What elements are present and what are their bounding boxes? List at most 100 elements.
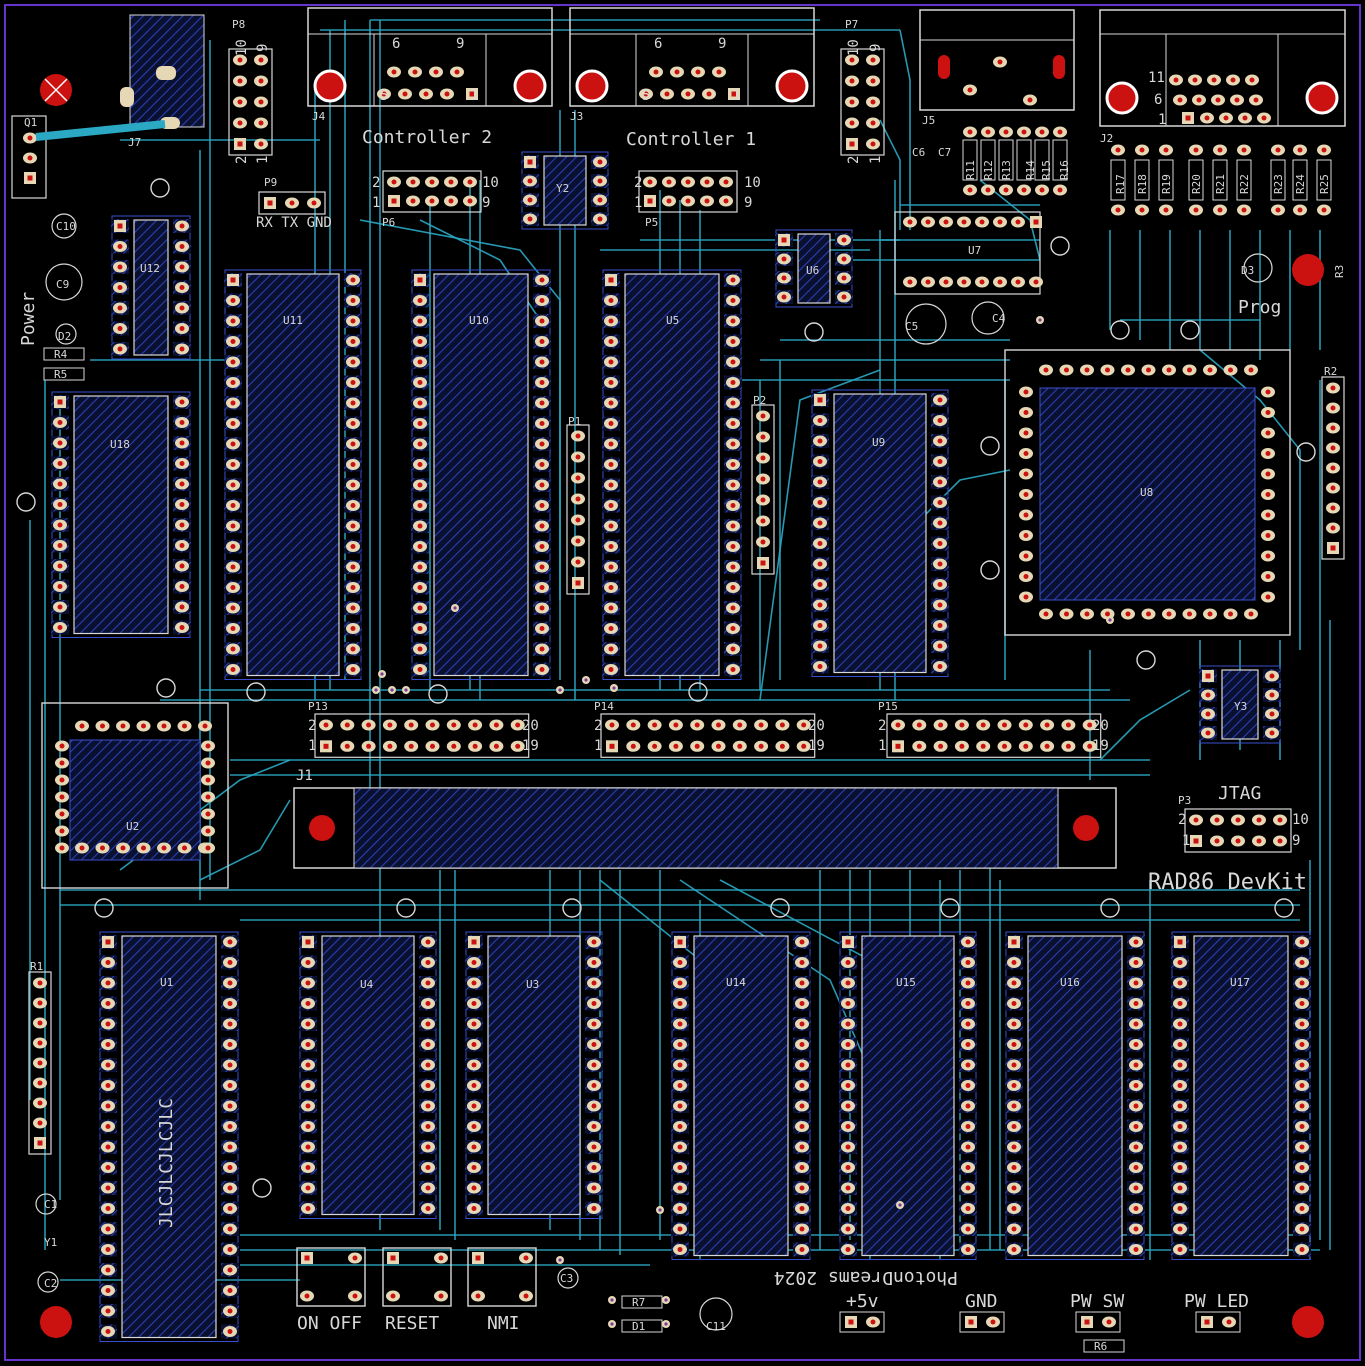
pad-drill [258, 78, 264, 84]
pad-drill [943, 279, 949, 285]
pad-drill [845, 1226, 851, 1232]
r1-outline [28, 971, 52, 1155]
pad-drill [350, 585, 356, 590]
y3-outline [1199, 665, 1281, 744]
pad-drill [182, 723, 187, 729]
u8-ref: U8 [1140, 486, 1153, 499]
via-drill [558, 1258, 562, 1262]
via-drill [610, 1298, 614, 1302]
pad-drill [117, 285, 123, 290]
pad-drill [120, 845, 126, 851]
pad-drill [965, 1001, 971, 1006]
pad-drill [59, 777, 65, 783]
pad-drill [965, 1206, 971, 1211]
capacitor-outline [1243, 253, 1273, 283]
pad-drill [350, 339, 356, 344]
connector-j5: J5 [919, 9, 1075, 127]
pad-drill [799, 1144, 805, 1150]
pad-drill [781, 294, 787, 300]
resistor-body [1016, 139, 1032, 181]
r14-ref: R14 [1024, 160, 1037, 180]
pad-drill [1133, 1103, 1139, 1109]
pad-drill [1166, 367, 1172, 373]
pad-drill [527, 216, 533, 222]
pad-drill [1133, 1247, 1139, 1252]
pad-drill [1105, 611, 1110, 617]
p15-outline [886, 713, 1102, 758]
pad-drill [723, 198, 729, 204]
pad-drill [1193, 147, 1199, 153]
pad-drill [1011, 1083, 1017, 1088]
pad-drill [1133, 1021, 1139, 1027]
pad-drill [685, 198, 691, 204]
pad-drill [105, 1267, 111, 1273]
pad-drill [539, 400, 545, 406]
pad-drill [575, 580, 581, 586]
pad-drill [539, 523, 545, 529]
pad-drill [704, 198, 710, 204]
via-drill [390, 688, 394, 692]
pad-drill [1248, 367, 1254, 373]
y3-body [1221, 669, 1259, 740]
via-ring [980, 436, 1000, 456]
pad-drill [230, 605, 236, 611]
p8-pin-9: 9 [255, 44, 271, 52]
u2-body [41, 702, 229, 889]
pad-drill [471, 1124, 477, 1129]
pad-drill [417, 503, 423, 508]
pad-drill [344, 743, 350, 749]
pad-drill [1265, 512, 1271, 518]
pad-drill [1011, 1042, 1017, 1047]
pad-drill [597, 178, 603, 184]
p6-pin-9: 9 [482, 195, 490, 211]
pad-drill [997, 59, 1003, 65]
pad-drill [1205, 673, 1211, 679]
pad-drill [799, 980, 805, 986]
pad-drill [1044, 743, 1050, 749]
pad-drill [57, 461, 63, 466]
connector-j7: J7 [35, 14, 205, 149]
pad-drill [575, 475, 581, 481]
pad-drill [1330, 525, 1336, 531]
via-ring [1110, 320, 1130, 340]
pad-drill [730, 667, 736, 672]
pad-drill [1235, 838, 1241, 844]
via-ring [396, 898, 416, 918]
pad-drill [677, 1206, 683, 1211]
pad-drill [1256, 838, 1262, 844]
pad-drill [305, 1185, 311, 1191]
pad-drill [1177, 1185, 1183, 1191]
pad-drill [205, 760, 211, 766]
pad-drill [943, 219, 949, 225]
pad-drill [57, 481, 63, 487]
u6-outline [775, 229, 853, 308]
resistor-body [1052, 139, 1068, 181]
pad-drill [471, 1042, 477, 1047]
p8-outline [228, 48, 273, 156]
pad-drill [1133, 1206, 1139, 1211]
pad-drill [37, 1020, 43, 1026]
pad-drill [539, 503, 545, 508]
r5-body [43, 367, 85, 381]
pad-drill [352, 1293, 358, 1299]
via-ring [940, 898, 960, 918]
pad-drill [845, 1165, 851, 1170]
pad-drill [471, 1206, 477, 1211]
pad-drill [57, 399, 63, 405]
r19-ref: R19 [1160, 174, 1173, 194]
pad-drill [227, 1083, 233, 1088]
pad-drill [305, 1206, 311, 1211]
pad-drill [350, 380, 356, 385]
pad-drill [305, 960, 311, 965]
p13-pin-20: 20 [522, 718, 539, 734]
pad-drill [105, 1329, 111, 1334]
pad-drill [471, 939, 477, 945]
via-ring [1050, 236, 1070, 256]
via-ring [16, 492, 36, 512]
pad-drill [845, 1247, 851, 1252]
pad-drill [323, 743, 329, 749]
pad-drill [202, 723, 208, 729]
pad-drill [417, 523, 423, 529]
u17-outline [1171, 931, 1311, 1260]
pad-drill [27, 175, 33, 181]
